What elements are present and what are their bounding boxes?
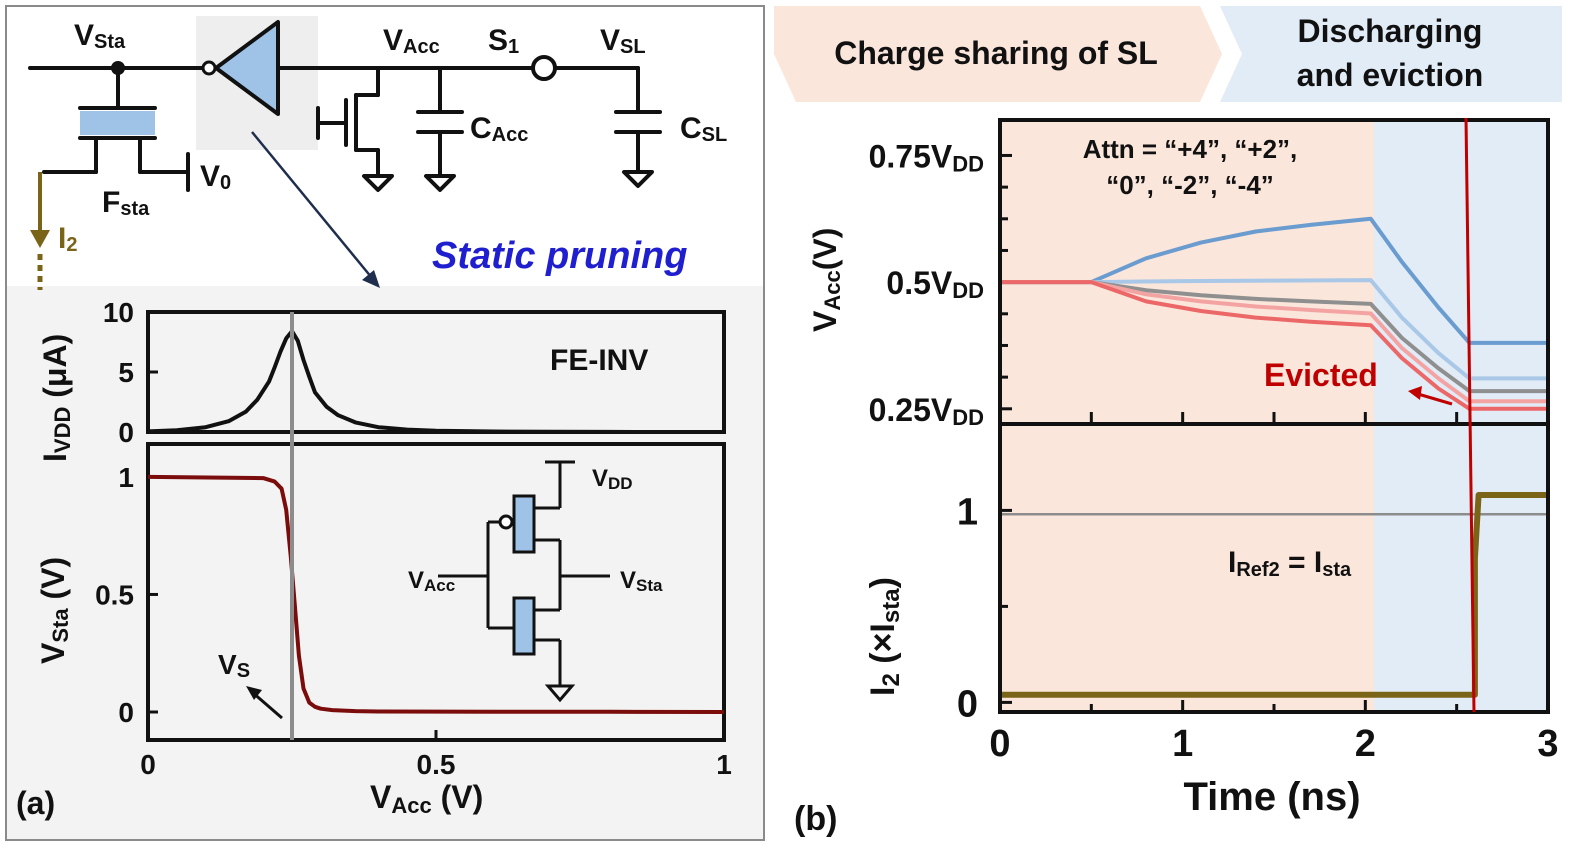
- label-i2: I: [58, 222, 66, 255]
- svg-text:VSta: VSta: [74, 19, 126, 53]
- label-v-sta: V: [74, 19, 94, 52]
- svg-text:Fsta: Fsta: [102, 186, 150, 220]
- vsta-xtick-label: 0: [140, 749, 156, 780]
- vsta-ytick-label: 0.5: [95, 579, 134, 610]
- panel-a-plot-bg: [7, 286, 763, 839]
- vsta-ytick-label: 0: [118, 697, 134, 728]
- i2-xtick-label: 2: [1355, 723, 1376, 765]
- svg-text:I2: I2: [58, 222, 77, 256]
- inverter-symbol: [214, 20, 280, 116]
- svg-text:IRef2 = Ista: IRef2 = Ista: [1228, 546, 1352, 581]
- panel-a: VSta VAcc S1 VSL CAcc CSL V0 Fsta I2 Sta…: [5, 5, 765, 841]
- chart-ivdd: 0 5 10 FE-INV IVDD (μA): [37, 297, 726, 462]
- vacc-series-line-3: [1000, 280, 1548, 404]
- i2-ytick-label: 1: [957, 491, 978, 533]
- vsta-xlabel: VAcc (V): [370, 779, 483, 818]
- label-v-acc: V: [383, 24, 403, 57]
- eviction-time-line: [1464, 117, 1476, 713]
- static-pruning-label: Static pruning: [432, 235, 687, 277]
- ivdd-series-line: [147, 329, 724, 434]
- attn-label-2: “0”, “-2”, “-4”: [1106, 170, 1274, 200]
- phase-evict-label-2: and eviction: [1297, 57, 1484, 93]
- evicted-arrow-icon: [1408, 386, 1422, 400]
- phase-evict-label-1: Discharging: [1298, 13, 1483, 49]
- vacc-series-line-2: [1000, 280, 1548, 394]
- vsta-series-line: [147, 474, 725, 714]
- ivdd-ytick-label: 10: [103, 297, 134, 328]
- label-c-acc: C: [470, 112, 492, 145]
- vacc-series-line-0: [1000, 216, 1548, 345]
- phase-charge-label: Charge sharing of SL: [834, 35, 1158, 71]
- inset-vdd-label: V: [592, 465, 608, 492]
- vacc-ylabel: VAcc(V): [807, 228, 845, 332]
- inset-vout-label: V: [620, 567, 636, 594]
- evicted-label: Evicted: [1264, 357, 1378, 393]
- vsta-xtick-label: 0.5: [417, 749, 456, 780]
- phase-evict-banner: [1220, 6, 1562, 102]
- phase-charge-banner: [774, 6, 1222, 102]
- inset-ground-icon: [544, 684, 576, 703]
- svg-text:VAcc: VAcc: [408, 567, 455, 595]
- i2-ytick-label: 0: [957, 683, 978, 725]
- sta-node-dot: [111, 61, 125, 75]
- ivdd-ylabel: IVDD (μA): [37, 334, 75, 462]
- panel-a-label: (a): [16, 785, 55, 821]
- inset-vin-label: V: [408, 567, 424, 594]
- vsta-ytick-label: 1: [118, 462, 134, 493]
- vsta-xtick-label: 1: [716, 749, 732, 780]
- label-c-sl: C: [680, 112, 702, 145]
- svg-text:VSL: VSL: [600, 24, 646, 58]
- vacc-ytick-label: 0.75VDD: [869, 138, 984, 176]
- svg-text:VS: VS: [218, 649, 250, 682]
- zoom-arrow-icon: [362, 270, 380, 288]
- iref2-label: I: [1228, 546, 1236, 579]
- svg-text:VAcc: VAcc: [383, 24, 440, 58]
- vs-label: V: [218, 649, 237, 680]
- vacc-ytick-label: 0.25VDD: [869, 392, 984, 430]
- i2-xtick-label: 1: [1172, 723, 1193, 765]
- i2-xtick-label: 0: [989, 723, 1010, 765]
- inset-inverter: [438, 460, 610, 686]
- label-v0: V: [200, 160, 220, 193]
- ivdd-ytick-label: 0: [118, 417, 134, 448]
- ground-csl-icon: [622, 170, 654, 188]
- vacc-ytick-label: 0.5VDD: [886, 265, 984, 303]
- i2-ylabel: I2 (×Ista): [864, 577, 905, 696]
- attn-label-1: Attn = “+4”, “+2”,: [1083, 134, 1298, 164]
- vacc-series-line-1: [1000, 278, 1548, 381]
- svg-text:VDD: VDD: [592, 465, 633, 493]
- vacc-series-line-4: [1000, 280, 1548, 411]
- svg-text:V0: V0: [200, 160, 231, 194]
- time-xlabel: Time (ns): [1183, 775, 1360, 819]
- ground-nmos-icon: [362, 174, 394, 192]
- panel-b-label: (b): [794, 800, 837, 838]
- svg-text:CSL: CSL: [680, 112, 727, 146]
- ivdd-ytick-label: 5: [118, 357, 134, 388]
- chart-vsta: 0 0.5 1 0 0.5 1 VDD: [35, 312, 732, 818]
- fe-inv-legend: FE-INV: [550, 344, 648, 377]
- i2-arrow-icon: [30, 230, 50, 248]
- label-v-sl: V: [600, 24, 620, 57]
- i2-series-line: [1000, 492, 1548, 698]
- vs-arrow-icon: [246, 686, 262, 700]
- i2-xtick-label: 3: [1537, 723, 1558, 765]
- ground-cacc-icon: [424, 174, 456, 192]
- chart-vacc-time: 0.25VDD 0.5VDD 0.75VDD VAcc(V) Attn = “+4”…: [807, 134, 1548, 430]
- switch-s1: [531, 55, 557, 81]
- vsta-ylabel: VSta (V): [35, 557, 73, 664]
- svg-text:CAcc: CAcc: [470, 112, 528, 146]
- svg-text:VSta: VSta: [620, 567, 663, 595]
- chart-i2-time: 0 1 0 1 2 3 IRef2 = Ista I2 (×Ista) Time (ns): [864, 491, 1559, 819]
- label-s1: S: [488, 24, 508, 57]
- svg-text:S1: S1: [488, 24, 519, 58]
- label-f-sta: F: [102, 186, 120, 219]
- panel-b: Charge sharing of SL Discharging and evi…: [774, 6, 1562, 838]
